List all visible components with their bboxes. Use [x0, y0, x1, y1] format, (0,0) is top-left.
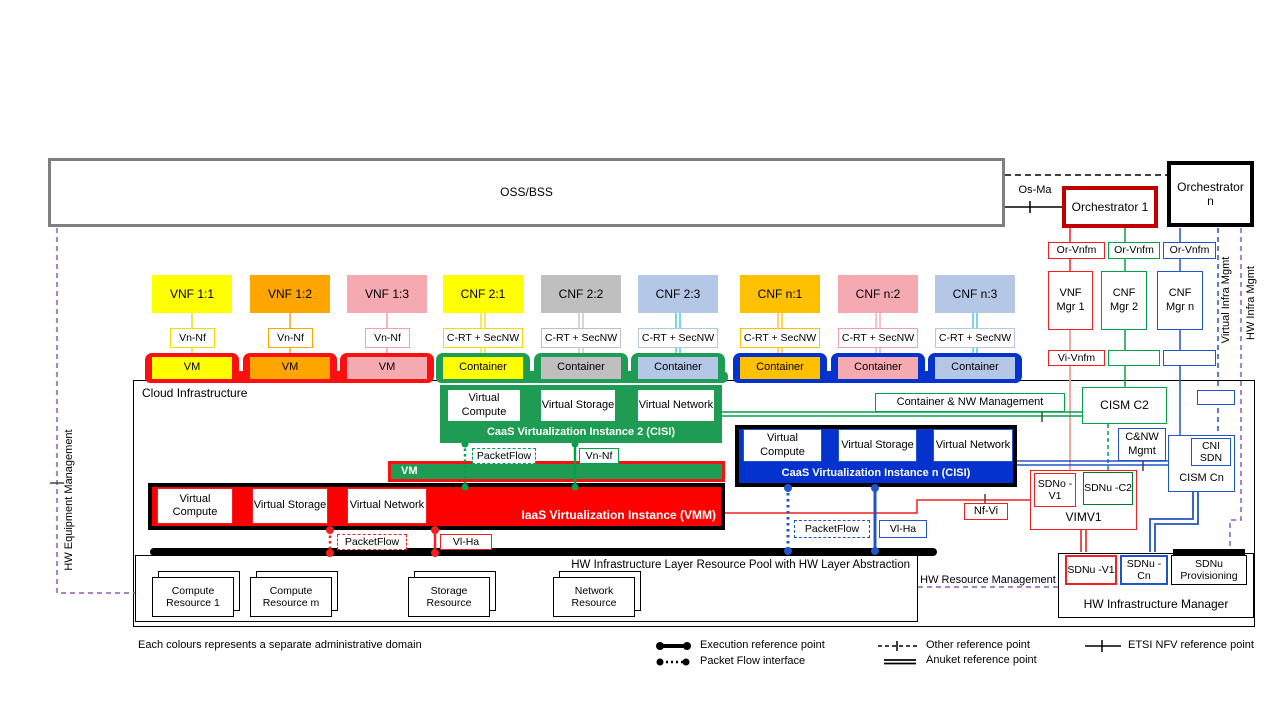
hw-pool-bar — [150, 548, 937, 556]
nf-box-cnf-n-3: CNF n:3 — [935, 275, 1015, 313]
nf-box-cnf-2-1: CNF 2:1 — [443, 275, 523, 313]
hw-infra-mgmt-line — [1229, 228, 1242, 549]
nf-box-cnf-2-2: CNF 2:2 — [541, 275, 621, 313]
sdnu-v1-box: SDNu -V1 — [1065, 555, 1117, 585]
cisi2-virtual-compute: Virtual Compute — [447, 389, 521, 422]
oss-bss-box: OSS/BSS — [48, 158, 1005, 227]
nf-box-vnf-1-3: VNF 1:3 — [347, 275, 427, 313]
iface-box-vn-nf: Vn-Nf — [268, 328, 313, 348]
hw-equipment-mgmt-label: HW Equipment Management — [63, 429, 76, 571]
cism-c2-box: CISM C2 — [1082, 387, 1167, 424]
legend-etsi-label: ETSI NFV reference point — [1128, 639, 1254, 651]
sdnu-provisioning-bar — [1173, 549, 1245, 556]
or-vnfm-box-blue: Or-Vnfm — [1163, 242, 1216, 259]
vi-vnfm-empty-box-blue — [1163, 350, 1216, 366]
unit-box-vm: VM — [250, 357, 330, 379]
nf-box-cnf-n-2: CNF n:2 — [838, 275, 918, 313]
iface-box-crt-secnw: C-RT + SecNW — [638, 328, 718, 348]
or-vnfm-box-green: Or-Vnfm — [1108, 242, 1160, 259]
iface-box-crt-secnw: C-RT + SecNW — [935, 328, 1015, 348]
orchestrator-1-box: Orchestrator 1 — [1062, 186, 1158, 228]
vn-nf-label-green: Vn-Nf — [579, 448, 619, 464]
legend-anuket-label: Anuket reference point — [926, 654, 1037, 666]
cisin-virtual-storage: Virtual Storage — [838, 429, 917, 462]
sdnu-c2-box: SDNu -C2 — [1083, 472, 1133, 505]
vl-ha-label-blue: Vl-Ha — [879, 520, 927, 538]
caas-instance-2-label: CaaS Virtualization Instance 2 (CISI) — [486, 426, 676, 439]
unit-box-vm: VM — [152, 357, 232, 379]
vl-ha-label-red: Vl-Ha — [440, 534, 492, 550]
cism-to-sdnu-line — [1149, 492, 1199, 552]
os-ma-label: Os-Ma — [1012, 184, 1058, 198]
cisin-virtual-network: Virtual Network — [933, 429, 1013, 462]
vmm-virtual-compute: Virtual Compute — [157, 488, 233, 524]
hw-equipment-mgmt-line — [50, 228, 135, 594]
vim-v1-label: VIMV1 — [1065, 509, 1102, 524]
cni-sdn-box: CNI SDN — [1191, 438, 1231, 466]
caas-instance-n-label: CaaS Virtualization Instance n (CISI) — [781, 467, 971, 480]
unit-box-container: Container — [740, 357, 820, 379]
packetflow-label-blue: PacketFlow — [794, 520, 870, 538]
hw-infra-mgmt-label: HW Infra Mgmt — [1245, 266, 1258, 340]
hw-infra-manager-label: HW Infrastructure Manager — [1083, 596, 1229, 611]
unit-box-container: Container — [541, 357, 621, 379]
unit-box-container: Container — [443, 357, 523, 379]
resource-network: Network Resource — [553, 577, 635, 617]
nf-vi-label-box: Nf-Vi — [964, 503, 1008, 520]
hw-resource-mgmt-label: HW Resource Management — [920, 574, 1056, 587]
sdnu-cn-box: SDNu -Cn — [1120, 555, 1168, 585]
resource-compute-m: Compute Resource m — [250, 577, 332, 617]
unit-box-container: Container — [838, 357, 918, 379]
iface-box-crt-secnw: C-RT + SecNW — [443, 328, 523, 348]
vi-vnfm-box: Vi-Vnfm — [1048, 350, 1105, 366]
unit-box-container: Container — [638, 357, 718, 379]
iaas-vmm-box — [148, 483, 725, 530]
hw-pool-label: HW Infrastructure Layer Resource Pool wi… — [571, 559, 910, 571]
vim-to-sdnu-line — [1080, 530, 1087, 552]
iface-box-crt-secnw: C-RT + SecNW — [541, 328, 621, 348]
cisi2-virtual-storage: Virtual Storage — [540, 389, 616, 422]
cnf-mgr-2-box: CNF Mgr 2 — [1101, 271, 1147, 330]
vi-vnfm-empty-box-green — [1108, 350, 1160, 366]
vmm-virtual-storage: Virtual Storage — [252, 488, 328, 524]
nf-box-vnf-1-1: VNF 1:1 — [152, 275, 232, 313]
legend-note: Each colours represents a separate admin… — [138, 639, 422, 651]
nf-box-cnf-2-3: CNF 2:3 — [638, 275, 718, 313]
virtual-infra-mgmt-label: Virtual Infra Mgmt — [1220, 256, 1233, 344]
legend-other-label: Other reference point — [926, 639, 1030, 651]
cloud-infrastructure-title: Cloud Infrastructure — [142, 386, 248, 400]
container-nw-mgmt-box: Container & NW Management — [875, 393, 1065, 412]
iface-box-crt-secnw: C-RT + SecNW — [838, 328, 918, 348]
cism-cn-label: CISM Cn — [1179, 472, 1224, 485]
nf-box-vnf-1-2: VNF 1:2 — [250, 275, 330, 313]
os-ma-links — [1005, 174, 1167, 213]
legend-packet-flow-label: Packet Flow interface — [700, 655, 806, 667]
legend-execution-label: Execution reference point — [700, 639, 825, 651]
unit-box-container: Container — [935, 357, 1015, 379]
resource-compute-1: Compute Resource 1 — [152, 577, 234, 617]
orchestrator-n-box: Orchestrator n — [1167, 161, 1254, 227]
or-vnfm-box-red: Or-Vnfm — [1048, 242, 1105, 259]
hw-resource-pool-box — [135, 555, 918, 622]
empty-blue-box — [1197, 390, 1235, 405]
vmm-virtual-network: Virtual Network — [347, 488, 427, 524]
packetflow-label-red: PacketFlow — [337, 534, 407, 550]
nf-box-cnf-n-1: CNF n:1 — [740, 275, 820, 313]
resource-storage: Storage Resource — [408, 577, 490, 617]
cnf-mgr-n-box: CNF Mgr n — [1157, 271, 1203, 330]
iaas-vmm-label: IaaS Virtualization Instance (VMM) — [521, 508, 716, 522]
vm-band-label: VM — [401, 464, 418, 477]
sdno-v1-box: SDNo -V1 — [1034, 473, 1076, 507]
cisi2-virtual-network: Virtual Network — [637, 389, 715, 422]
iface-box-vn-nf: Vn-Nf — [170, 328, 215, 348]
cnw-mgmt-box: C&NW Mgmt — [1118, 428, 1166, 461]
packetflow-label-green: PacketFlow — [472, 448, 536, 464]
vnf-mgr-1-box: VNF Mgr 1 — [1048, 271, 1093, 330]
vm-band: VM — [388, 461, 725, 482]
iface-box-vn-nf: Vn-Nf — [365, 328, 410, 348]
unit-box-vm: VM — [347, 357, 427, 379]
sdnu-provisioning-box: SDNu Provisioning — [1171, 555, 1247, 585]
iface-box-crt-secnw: C-RT + SecNW — [740, 328, 820, 348]
cisin-virtual-compute: Virtual Compute — [743, 429, 822, 462]
